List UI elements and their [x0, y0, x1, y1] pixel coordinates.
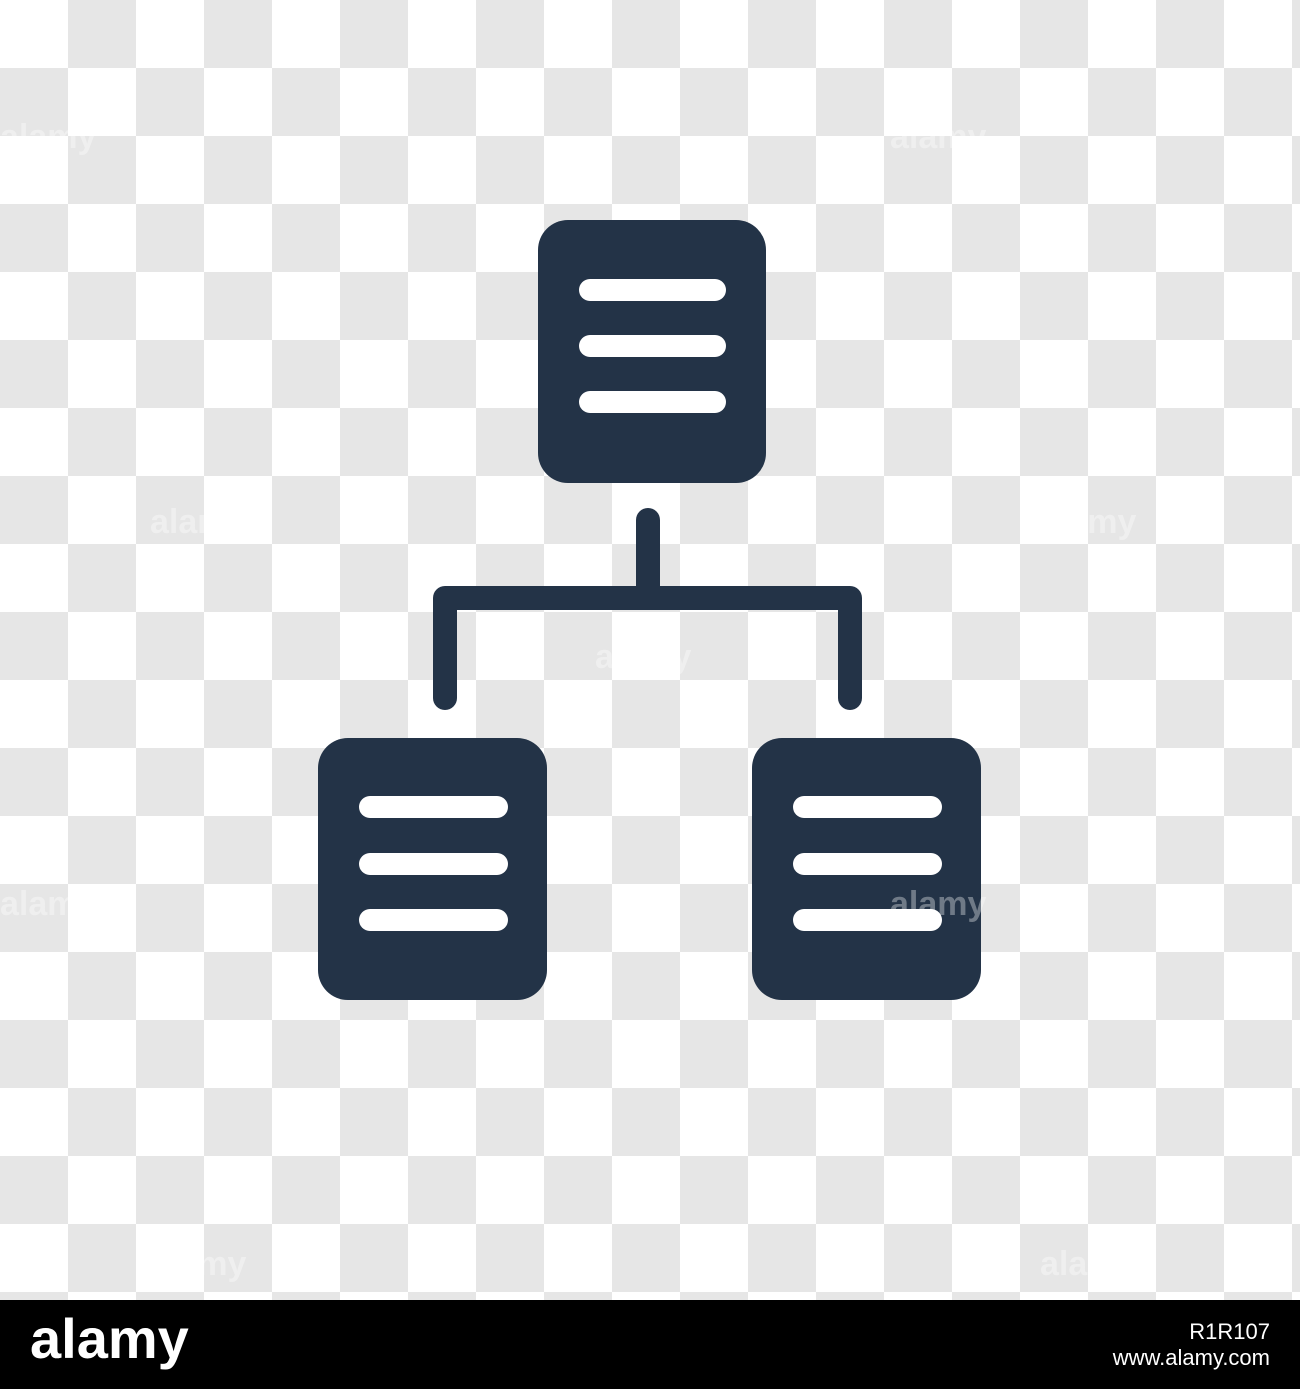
- image-meta: R1R107 www.alamy.com: [1113, 1319, 1270, 1371]
- svg-text:alamy: alamy: [30, 1310, 189, 1370]
- top-document-icon: [538, 220, 766, 483]
- image-id-label: R1R107: [1189, 1319, 1270, 1344]
- watermark-text-7: alamy: [890, 885, 986, 923]
- watermark-text-4: alamy: [1040, 503, 1136, 541]
- watermark-text-2: alamy: [890, 118, 986, 156]
- alamy-logo: alamy: [30, 1310, 230, 1374]
- site-url-label: www.alamy.com: [1112, 1345, 1270, 1370]
- watermark-text-5: alamy: [595, 638, 691, 676]
- watermark-pattern: alamy alamy alamy alamy alamy alamy alam…: [0, 118, 1136, 1283]
- transparent-checkerboard-background: alamy alamy alamy alamy alamy alamy alam…: [0, 0, 1300, 1300]
- watermark-text-9: alamy: [1040, 1245, 1136, 1283]
- right-document-icon: [752, 738, 981, 1000]
- watermark-text-6: alamy: [0, 885, 96, 923]
- watermark-text-8: alamy: [150, 1245, 246, 1283]
- left-document-icon: [318, 738, 547, 1000]
- connector-lines: [433, 508, 862, 710]
- watermark-text-1: alamy: [0, 118, 96, 156]
- hierarchy-document-icon: alamy alamy alamy alamy alamy alamy alam…: [0, 118, 1136, 1283]
- watermark-text-3: alamy: [150, 503, 246, 541]
- footer-bar: alamy R1R107 www.alamy.com: [0, 1300, 1300, 1389]
